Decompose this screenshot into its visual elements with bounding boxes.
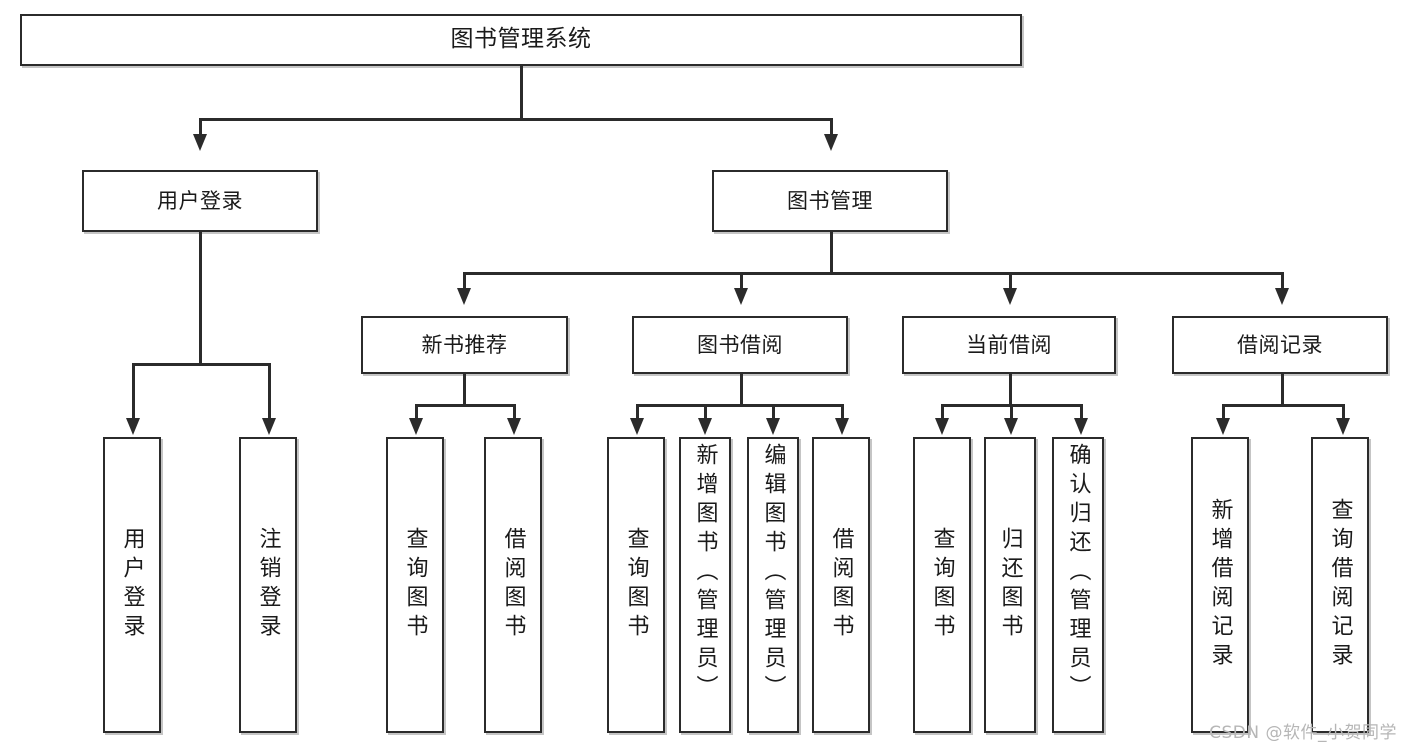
leaf-query-book-2[interactable]: 查询图书 [607,437,665,733]
connector-records-to-b [1342,404,1345,420]
leaf-borrow-book-2[interactable]: 借阅图书 [812,437,870,733]
node-borrow-records[interactable]: 借阅记录 [1172,316,1388,374]
connector-root-to-bookmgmt [830,118,833,136]
node-book-borrow-label: 图书借阅 [697,332,783,357]
connector-newbook-stem [463,374,466,406]
arrow-borrow-to-b [698,418,712,435]
connector-records-stem [1281,374,1284,406]
leaf-return-book[interactable]: 归还图书 [984,437,1036,733]
arrow-current-to-b [1004,418,1018,435]
connector-newbook-bus [415,404,513,407]
leaf-add-borrow-record[interactable]: 新增借阅记录 [1191,437,1249,733]
connector-newbook-to-b [513,404,516,420]
connector-records-bus [1222,404,1342,407]
connector-records-to-a [1222,404,1225,420]
leaf-borrow-book-1-label: 借阅图书 [500,527,526,643]
connector-borrow-bus [636,404,841,407]
connector-borrow-to-b [704,404,707,420]
leaf-borrow-book-1[interactable]: 借阅图书 [484,437,542,733]
leaf-query-book-1-label: 查询图书 [402,527,428,643]
arrow-login-to-leaf2 [262,418,276,435]
connector-current-to-a [941,404,944,420]
leaf-borrow-book-2-label: 借阅图书 [828,527,854,643]
node-book-borrow[interactable]: 图书借阅 [632,316,848,374]
leaf-query-book-3[interactable]: 查询图书 [913,437,971,733]
arrow-records-to-a [1216,418,1230,435]
arrow-records-to-b [1336,418,1350,435]
connector-root-stem [520,66,523,120]
arrow-root-to-login [193,134,207,151]
leaf-query-borrow-record-label: 查询借阅记录 [1327,498,1353,672]
arrow-bookmgmt-to-borrow [734,288,748,305]
arrow-borrow-to-a [630,418,644,435]
connector-login-bus [132,363,270,366]
connector-borrow-to-a [636,404,639,420]
arrow-current-to-c [1074,418,1088,435]
arrow-bookmgmt-to-current [1003,288,1017,305]
node-new-book-recommend[interactable]: 新书推荐 [361,316,568,374]
node-user-login[interactable]: 用户登录 [82,170,318,232]
node-book-management-label: 图书管理 [787,188,873,213]
connector-login-stem [199,232,202,365]
leaf-query-borrow-record[interactable]: 查询借阅记录 [1311,437,1369,733]
leaf-user-login[interactable]: 用户登录 [103,437,161,733]
connector-bookmgmt-bus [463,272,1281,275]
leaf-query-book-2-label: 查询图书 [623,527,649,643]
connector-borrow-stem [740,374,743,406]
connector-login-to-leaf1 [132,363,135,420]
leaf-return-book-label: 归还图书 [997,527,1023,643]
leaf-query-book-3-label: 查询图书 [929,527,955,643]
leaf-user-login-label: 用户登录 [119,527,145,643]
leaf-query-book-1[interactable]: 查询图书 [386,437,444,733]
connector-borrow-to-d [841,404,844,420]
arrow-borrow-to-d [835,418,849,435]
leaf-add-book-admin[interactable]: 新增图书（管理员） [679,437,731,733]
node-user-login-label: 用户登录 [157,188,243,213]
arrow-current-to-a [935,418,949,435]
node-new-book-recommend-label: 新书推荐 [421,332,508,357]
node-current-borrow[interactable]: 当前借阅 [902,316,1116,374]
leaf-add-book-admin-label: 新增图书（管理员） [692,443,718,704]
node-current-borrow-label: 当前借阅 [966,332,1052,357]
connector-newbook-to-a [415,404,418,420]
connector-bookmgmt-to-records [1281,272,1284,290]
arrow-newbook-to-a [409,418,423,435]
connector-current-to-c [1080,404,1083,420]
arrow-newbook-to-b [507,418,521,435]
connector-bookmgmt-to-current [1009,272,1012,290]
connector-current-to-b [1010,404,1013,420]
arrow-login-to-leaf1 [126,418,140,435]
arrow-root-to-bookmgmt [824,134,838,151]
leaf-edit-book-admin[interactable]: 编辑图书（管理员） [747,437,799,733]
node-book-management[interactable]: 图书管理 [712,170,948,232]
connector-root-bus [199,118,832,121]
connector-bookmgmt-to-newbook [463,272,466,290]
leaf-confirm-return-admin-label: 确认归还（管理员） [1065,443,1091,704]
node-root[interactable]: 图书管理系统 [20,14,1022,66]
leaf-edit-book-admin-label: 编辑图书（管理员） [760,443,786,704]
connector-bookmgmt-to-borrow [740,272,743,290]
connector-login-to-leaf2 [268,363,271,420]
connector-borrow-to-c [772,404,775,420]
node-root-label: 图书管理系统 [450,26,592,53]
connector-current-stem [1009,374,1012,406]
arrow-bookmgmt-to-records [1275,288,1289,305]
connector-root-to-login [199,118,202,136]
leaf-confirm-return-admin[interactable]: 确认归还（管理员） [1052,437,1104,733]
leaf-add-borrow-record-label: 新增借阅记录 [1207,498,1233,672]
leaf-logout[interactable]: 注销登录 [239,437,297,733]
arrow-bookmgmt-to-newbook [457,288,471,305]
leaf-logout-label: 注销登录 [255,527,281,643]
arrow-borrow-to-c [766,418,780,435]
node-borrow-records-label: 借阅记录 [1237,332,1323,357]
connector-bookmgmt-stem [830,232,833,274]
